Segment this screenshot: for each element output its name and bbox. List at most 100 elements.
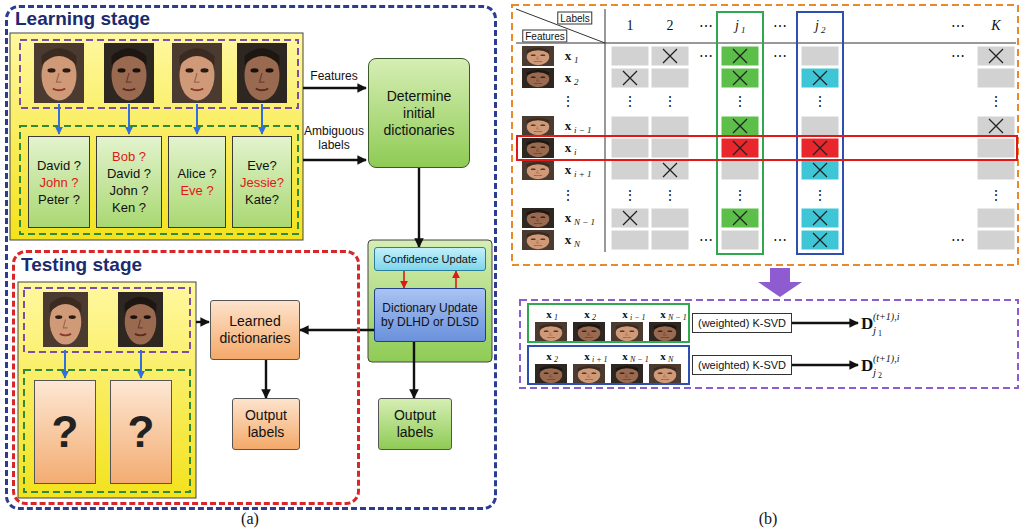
- learning-input-panel: [303, 159, 366, 161]
- text-wrap: David ?John ?Peter ?: [29, 157, 89, 208]
- label-table: [989, 49, 1003, 63]
- label-table: [522, 160, 554, 180]
- math-symbol: x: [622, 350, 628, 362]
- label-table: [651, 208, 689, 228]
- dictionary-groups: [649, 322, 681, 342]
- label-table: [733, 211, 747, 225]
- math-symbol: N − 1: [630, 355, 649, 364]
- ellipsis: ⋮: [989, 187, 1003, 203]
- math-symbol: (t+1),i: [873, 353, 899, 364]
- math-symbol: i − 1: [630, 313, 646, 322]
- label-table: [801, 46, 839, 66]
- label-table: [651, 68, 689, 88]
- label-table: [989, 119, 1003, 133]
- dictionary-groups: [520, 300, 1018, 388]
- box-text: Learned dictionaries: [214, 313, 296, 347]
- box-text: Eve?: [236, 157, 288, 174]
- subscript: 2: [574, 77, 579, 87]
- label-table: [651, 116, 689, 136]
- ellipsis: ⋮: [733, 93, 747, 109]
- process-box: (weighted) K-SVD: [692, 313, 792, 333]
- box-text: Determine initial dictionaries: [372, 88, 466, 139]
- box-text: Kate?: [236, 191, 288, 208]
- learning-input-panel: [196, 104, 198, 134]
- process-box: (weighted) K-SVD: [692, 355, 792, 375]
- ellipsis: ⋯: [951, 232, 965, 248]
- learning-input-panel: [10, 33, 366, 240]
- testing-input-panel: [18, 282, 209, 498]
- feature-symbol: x: [565, 162, 572, 178]
- flow-arrow: [403, 271, 405, 288]
- process-box: Dictionary Update by DLHD or DLSD: [374, 288, 486, 342]
- text-wrap: Eve?Jessie?Kate?: [233, 157, 291, 208]
- column-index: 1: [627, 18, 634, 34]
- update-panel: [368, 240, 492, 362]
- dictionary-groups: [520, 268, 1018, 388]
- math-symbol: D: [861, 314, 873, 334]
- label-table: [733, 141, 747, 155]
- label-table: [522, 138, 554, 158]
- column-index: j: [735, 18, 739, 34]
- label-table: [977, 116, 1015, 136]
- label-table: [721, 116, 759, 136]
- subscript: 2: [821, 25, 826, 35]
- label-table: [611, 208, 649, 228]
- flow-arrow: [413, 342, 415, 398]
- dictionary-symbol: Dj1(t+1),i: [858, 308, 938, 338]
- testing-input-panel: [118, 292, 163, 347]
- feature-symbol: x: [565, 210, 572, 226]
- ellipsis: ⋮: [733, 187, 747, 203]
- learning-input-panel: [20, 40, 298, 108]
- label-table: [813, 211, 827, 225]
- label-table: [611, 116, 649, 136]
- ellipsis: ⋯: [773, 232, 787, 248]
- label-table: [977, 160, 1015, 180]
- dictionary-groups: [535, 322, 567, 342]
- process-box: Learned dictionaries: [210, 300, 300, 360]
- label-table: [977, 46, 1015, 66]
- label-table: [522, 208, 554, 228]
- ellipsis: ⋮: [663, 93, 677, 109]
- column-index: j: [815, 18, 819, 34]
- text-wrap: Alice ?Eve ?: [169, 165, 225, 199]
- label-table: [611, 230, 649, 250]
- output-box: Output labels: [378, 398, 452, 450]
- learning-input-panel: [20, 126, 298, 234]
- math-symbol: 2: [878, 371, 882, 380]
- label-table: [733, 119, 747, 133]
- feature-symbol: x: [565, 70, 572, 86]
- feature-symbol: x: [565, 48, 572, 64]
- label-table: [977, 68, 1015, 88]
- learning-input-panel: [128, 104, 130, 134]
- box-text: ?: [38, 408, 92, 456]
- flow-arrow: [792, 364, 858, 366]
- dictionary-groups: [611, 322, 643, 342]
- process-box: Confidence Update: [374, 247, 486, 271]
- label-table: [813, 163, 827, 177]
- label-table: [517, 136, 1017, 160]
- label-box: Alice ?Eve ?: [168, 136, 226, 228]
- text-wrap: Determine initial dictionaries: [369, 88, 469, 139]
- label-table: [801, 68, 839, 88]
- flow-arrow: [418, 168, 420, 247]
- ellipsis: ⋯: [699, 232, 713, 248]
- label-table: [733, 71, 747, 85]
- math-symbol: i + 1: [592, 355, 608, 364]
- label-table: [611, 68, 649, 88]
- label-table: [797, 12, 843, 254]
- box-text: Jessie?: [236, 174, 288, 191]
- label-table: [623, 211, 637, 225]
- ellipsis: ⋮: [989, 93, 1003, 109]
- label-table: [605, 9, 606, 252]
- testing-input-panel: [43, 292, 88, 347]
- label-table: [512, 5, 1018, 265]
- label-box: David ?John ?Peter ?: [28, 136, 90, 228]
- subscript: 1: [741, 25, 746, 35]
- box-text: Ken ?: [100, 199, 158, 216]
- learning-input-panel: [10, 33, 303, 240]
- math-symbol: (t+1),i: [873, 311, 899, 322]
- learning-input-panel: [261, 104, 263, 134]
- box-text: Bob ?: [100, 148, 158, 165]
- box-text: Alice ?: [172, 165, 222, 182]
- label-table: [721, 138, 759, 158]
